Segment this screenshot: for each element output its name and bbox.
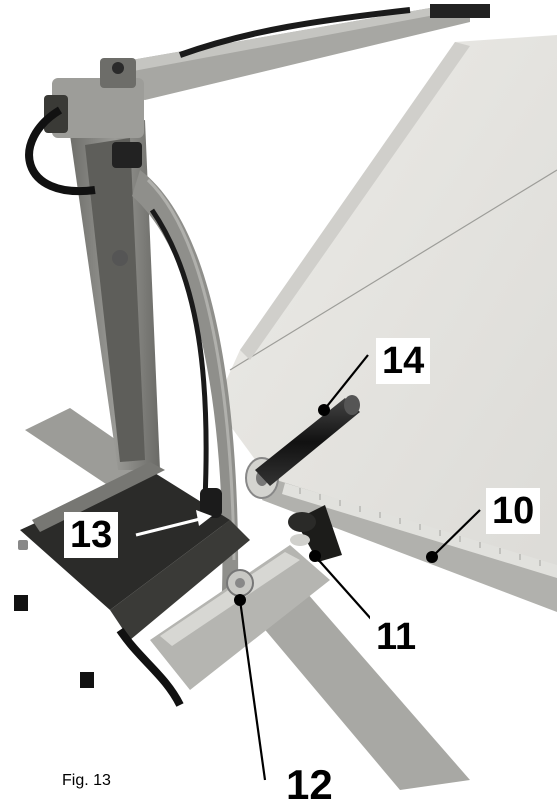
callout-14: 14 — [376, 338, 431, 384]
leader-13-arrow — [196, 510, 212, 526]
leader-10-dot — [426, 551, 438, 563]
leader-12-dot — [234, 594, 246, 606]
leader-11-dot — [309, 550, 321, 562]
leader-11 — [314, 555, 373, 621]
callout-13: 13 — [64, 512, 119, 558]
leader-12 — [238, 599, 267, 781]
callout-11: 11 — [370, 614, 423, 660]
lever-11 — [288, 505, 342, 562]
leader-13 — [135, 517, 201, 537]
rod-14 — [255, 395, 360, 486]
column — [25, 58, 160, 470]
washer-12 — [226, 569, 254, 597]
leader-10 — [431, 509, 481, 558]
guide-rail — [262, 478, 557, 612]
leader-14 — [323, 354, 369, 411]
figure-caption: Fig. 13 — [62, 772, 111, 789]
leader-14-dot — [318, 404, 330, 416]
callout-10: 10 — [486, 488, 541, 534]
overhead-arm — [118, 4, 490, 100]
leader-lines — [135, 354, 481, 781]
callout-12: 12 — [280, 762, 339, 808]
